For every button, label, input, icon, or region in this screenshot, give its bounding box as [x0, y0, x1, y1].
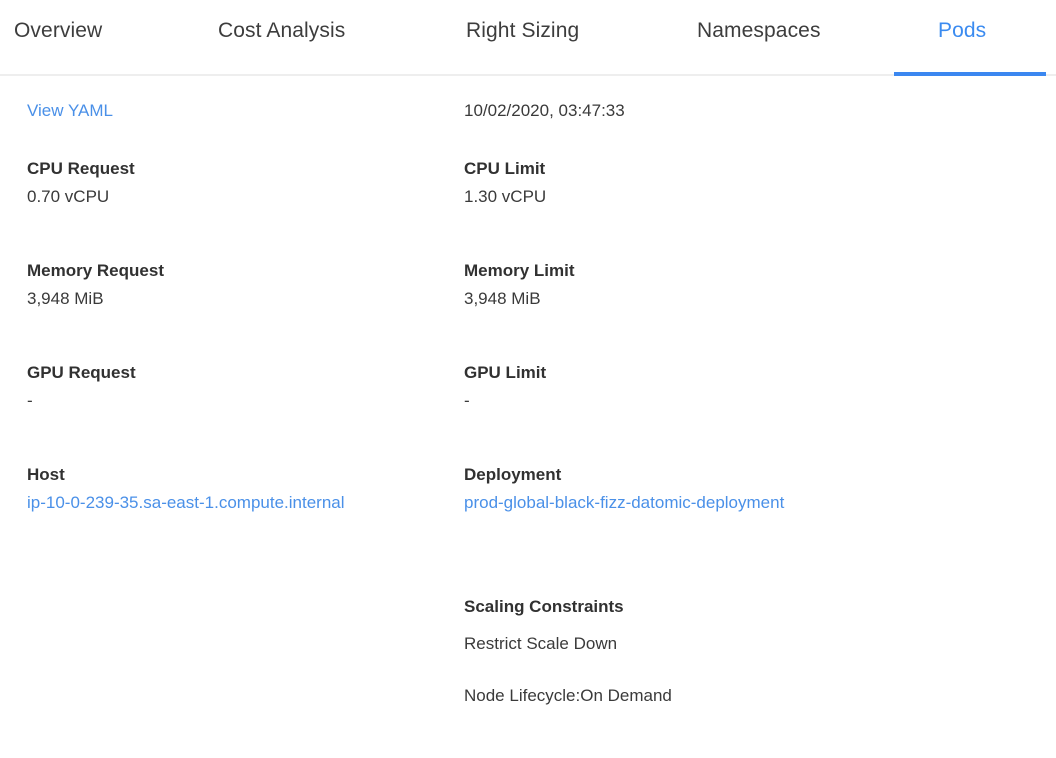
field-gpu-request: GPU Request -: [27, 362, 136, 418]
host-label: Host: [27, 465, 65, 484]
tab-cost-analysis[interactable]: Cost Analysis: [218, 19, 346, 42]
field-scaling-constraints: Scaling Constraints Restrict Scale Down …: [464, 596, 672, 722]
pod-detail-panel: View YAML CPU Request 0.70 vCPU Memory R…: [0, 76, 1056, 758]
field-deployment: Deployment prod-global-black-fizz-datomi…: [464, 464, 784, 520]
field-gpu-limit: GPU Limit -: [464, 362, 546, 418]
tab-pods[interactable]: Pods: [938, 19, 987, 42]
host-link[interactable]: ip-10-0-239-35.sa-east-1.compute.interna…: [27, 493, 345, 512]
memory-limit-label: Memory Limit: [464, 261, 575, 280]
cpu-request-label: CPU Request: [27, 159, 135, 178]
cpu-request-value: 0.70 vCPU: [27, 187, 110, 206]
cpu-limit-value: 1.30 vCPU: [464, 187, 547, 206]
scaling-constraint-restrict-scale-down: Restrict Scale Down: [464, 634, 618, 653]
deployment-link[interactable]: prod-global-black-fizz-datomic-deploymen…: [464, 493, 785, 512]
gpu-request-value: -: [27, 391, 33, 410]
field-memory-limit: Memory Limit 3,948 MiB: [464, 260, 575, 316]
gpu-request-label: GPU Request: [27, 363, 136, 382]
active-tab-indicator: [894, 72, 1046, 76]
field-cpu-limit: CPU Limit 1.30 vCPU: [464, 158, 546, 214]
scaling-constraints-label: Scaling Constraints: [464, 597, 624, 616]
gpu-limit-value: -: [464, 391, 470, 410]
tab-bar: Overview Cost Analysis Right Sizing Name…: [0, 0, 1056, 76]
timestamp-value: 10/02/2020, 03:47:33: [464, 101, 625, 120]
field-view-yaml: View YAML: [27, 94, 113, 128]
tab-overview[interactable]: Overview: [14, 19, 103, 42]
cpu-limit-label: CPU Limit: [464, 159, 546, 178]
field-host: Host ip-10-0-239-35.sa-east-1.compute.in…: [27, 464, 345, 520]
deployment-label: Deployment: [464, 465, 562, 484]
field-timestamp: 10/02/2020, 03:47:33: [464, 94, 625, 128]
field-cpu-request: CPU Request 0.70 vCPU: [27, 158, 135, 214]
view-yaml-link[interactable]: View YAML: [27, 101, 113, 120]
tab-namespaces[interactable]: Namespaces: [697, 19, 821, 42]
memory-limit-value: 3,948 MiB: [464, 289, 541, 308]
memory-request-value: 3,948 MiB: [27, 289, 104, 308]
gpu-limit-label: GPU Limit: [464, 363, 547, 382]
field-memory-request: Memory Request 3,948 MiB: [27, 260, 164, 316]
tab-right-sizing[interactable]: Right Sizing: [466, 19, 580, 42]
scaling-constraint-node-lifecycle: Node Lifecycle:On Demand: [464, 686, 672, 705]
memory-request-label: Memory Request: [27, 261, 164, 280]
